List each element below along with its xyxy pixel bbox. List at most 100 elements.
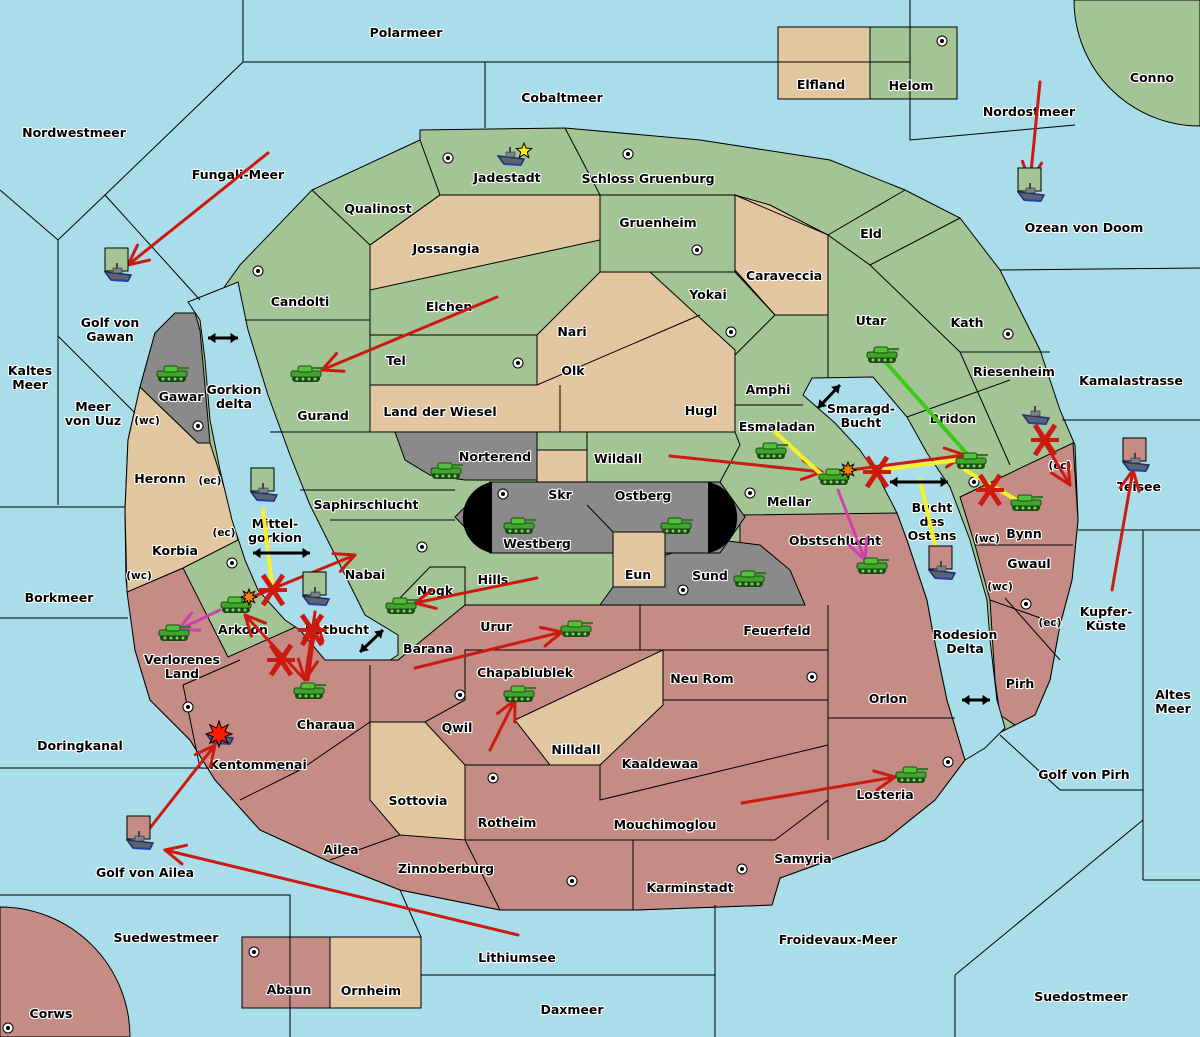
supply-center-icon [936, 35, 948, 47]
border-line [719, 431, 741, 483]
failed-order-x-icon [259, 573, 287, 607]
helom[interactable] [869, 26, 958, 100]
province-label: Losteria [856, 787, 913, 802]
double-arrow-icon [890, 476, 948, 488]
coast-label: (ec) [1039, 617, 1062, 629]
conno[interactable] [1073, 0, 1200, 127]
westberg-wall [462, 482, 492, 553]
province-label: Verlorenes [144, 652, 220, 667]
supply-center-icon [192, 420, 204, 432]
nilldall[interactable] [514, 649, 664, 766]
province-label: Ozean von Doom [1025, 220, 1144, 235]
coast-label: (wc) [987, 581, 1013, 593]
province-label: Westberg [503, 536, 571, 551]
province-label: Conno [1130, 70, 1175, 85]
province-label: Wildall [594, 451, 642, 466]
border-line [397, 566, 466, 605]
border-line [906, 379, 1011, 418]
province-label: Corws [30, 1006, 73, 1021]
eastern-channel[interactable] [802, 376, 1006, 761]
province-label: Gurand [297, 408, 349, 423]
province-label: Mellar [767, 494, 812, 509]
norterend[interactable] [394, 431, 538, 481]
fleet-unit[interactable] [1122, 437, 1150, 472]
province-label: Ornheim [341, 983, 401, 998]
coast-label: (ec) [199, 475, 222, 487]
province-label: Rodesion [933, 627, 998, 642]
province-label: Sottovia [389, 793, 448, 808]
border-line [1004, 597, 1061, 661]
fleet-unit[interactable] [302, 571, 330, 606]
border-line [57, 335, 136, 414]
supply-center-icon [1020, 598, 1032, 610]
supply-center-icon [416, 541, 428, 553]
province-label: von Uuz [65, 413, 121, 428]
border-line [369, 649, 828, 723]
province-label: Meer [75, 399, 111, 414]
supply-center-icon [497, 488, 509, 500]
coast-label: (wc) [126, 570, 152, 582]
province-label: Nordostmeer [983, 104, 1076, 119]
fleet-unit[interactable] [928, 545, 956, 580]
province-label: Mouchimoglou [614, 817, 717, 832]
province-label: Jossangia [411, 241, 479, 256]
province-label: Fungali-Meer [192, 167, 285, 182]
supply-center-icon [622, 148, 634, 160]
province-label: gorkion [248, 530, 302, 545]
border-line [399, 889, 422, 938]
province-label: Kaltes [8, 363, 52, 378]
province-label: Gwaul [1007, 556, 1050, 571]
supply-center-icon [248, 946, 260, 958]
fleet-unit[interactable] [250, 467, 278, 502]
explosion-icon [239, 587, 259, 607]
province-label: Heronn [134, 471, 186, 486]
province-label: Qualinost [344, 201, 411, 216]
order-move-arrow [320, 295, 499, 373]
supply-center-icon [252, 265, 264, 277]
order-support-arrow [773, 430, 824, 477]
gorkion-channel[interactable] [187, 281, 399, 661]
ornheim[interactable] [329, 936, 422, 1009]
border-line [182, 659, 241, 686]
supply-center-icon [736, 863, 748, 875]
province-label: Eld [860, 226, 882, 241]
order-move-arrow [296, 610, 319, 682]
province-label: Karminstadt [646, 880, 733, 895]
province-label: Jadestadt [472, 170, 540, 185]
province-label: Pirh [1006, 676, 1035, 691]
double-arrow-icon [962, 694, 990, 706]
supply-center-icon [487, 772, 499, 784]
double-arrow-icon [816, 383, 842, 410]
province-label: Barana [403, 641, 453, 656]
province-label: Esmaladan [739, 419, 815, 434]
order-move-arrow [163, 843, 520, 937]
fleet-unit[interactable] [1017, 167, 1045, 202]
province-label: Amphi [746, 382, 791, 397]
corws[interactable] [0, 906, 131, 1037]
explosion-icon [204, 719, 234, 749]
units-layer [104, 146, 1150, 850]
order-move-arrow [148, 743, 217, 830]
province-label: Lithiumsee [478, 950, 556, 965]
province-label: Froidevaux-Meer [779, 932, 898, 947]
province-label: Land der Wiesel [383, 404, 496, 419]
eun[interactable] [612, 531, 666, 588]
border-line [599, 744, 829, 801]
province-label: Hills [478, 572, 509, 587]
order-support-arrow [918, 478, 937, 547]
fleet-unit[interactable] [104, 247, 132, 282]
province-label: Yokai [688, 287, 727, 302]
order-move-arrow [740, 769, 897, 805]
province-label: Saphirschlucht [314, 497, 419, 512]
supply-center-icon [968, 476, 980, 488]
border-line [989, 599, 1061, 626]
province-label: Urur [480, 619, 512, 634]
fleet-unit[interactable] [126, 815, 154, 850]
province-label: Kupfer- [1080, 604, 1133, 619]
coast-label: (wc) [974, 533, 1000, 545]
province-label: des [920, 514, 945, 529]
province-label: Schloss Gruenburg [581, 171, 714, 186]
order-support-arrow [880, 356, 970, 457]
province-label: Kath [951, 315, 984, 330]
coast-label: (ec) [213, 527, 236, 539]
